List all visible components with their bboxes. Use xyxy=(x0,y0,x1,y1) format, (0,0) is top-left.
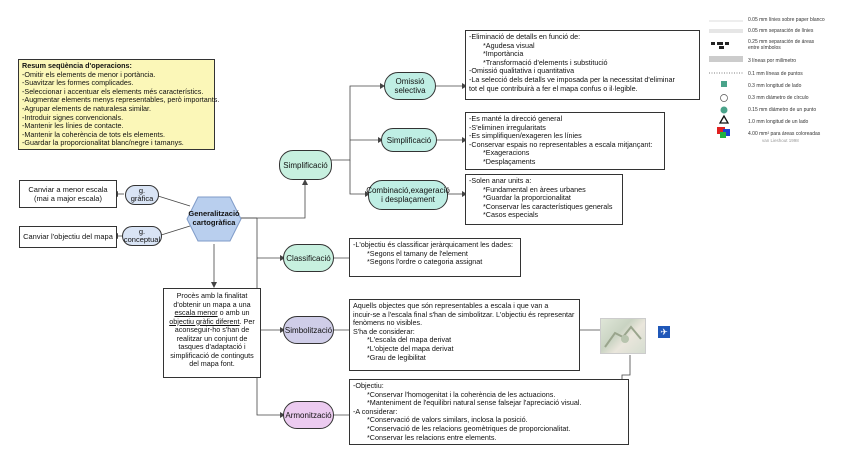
box-line: *Conservar les relacions entre elements. xyxy=(367,432,497,442)
summary-line: -Mantenir la coherència de tots els elem… xyxy=(22,129,166,139)
box-line: *Conservació de valors similars, inclosa… xyxy=(367,415,528,425)
summary-line: -Introduir signes convencionals. xyxy=(22,112,124,122)
simplificacio2-node[interactable]: Simplificació xyxy=(381,128,437,152)
process-text-1: Procès amb la finalitat d'obtenir un map… xyxy=(173,291,251,309)
simplificacio-box: -Es manté la direcció general -S'elimine… xyxy=(465,112,665,170)
box-line: -Es simplifiquen/exageren les línies xyxy=(469,131,582,141)
process-underline-1: escala menor xyxy=(174,308,218,317)
box-line: -Conservar espais no representables a es… xyxy=(469,139,653,149)
classificacio-box: -L'objectiu és classificar jeràrquicamen… xyxy=(349,238,521,277)
legend-credit: van Lieshout 1998 xyxy=(762,138,799,143)
box-line: *Importància xyxy=(483,49,524,59)
summary-line: -Agrupar elements de naturalesa similar. xyxy=(22,103,152,113)
canviar-escala-box: Canviar a menor escala (mai a major esca… xyxy=(19,180,117,208)
airplane-icon: ✈ xyxy=(658,326,670,338)
box-line: -L'objectiu és classificar jeràrquicamen… xyxy=(353,240,513,249)
map-thumbnail xyxy=(600,318,646,354)
legend-label: 0.1 mm líneas de puntos xyxy=(748,71,803,77)
box-line: *Grau de legibilitat xyxy=(367,352,426,362)
box-line: *Casos especials xyxy=(483,210,539,220)
omissio-node[interactable]: Omissió selectiva xyxy=(384,72,436,100)
box-line: -Es manté la direcció general xyxy=(469,114,563,123)
legend-label: 0.15 mm diámetro de un punto xyxy=(748,107,817,113)
summary-line: -Seleccionar i accentuar els elements mé… xyxy=(22,86,204,96)
box-line: *Conservar les característiques generals xyxy=(483,201,613,211)
g-conceptual-node[interactable]: g. conceptual xyxy=(122,226,162,246)
box-line: -La selecció dels detalls ve imposada pe… xyxy=(469,74,675,84)
box-line: *Desplaçaments xyxy=(483,156,536,166)
box-line: -A considerar: xyxy=(353,406,398,416)
box-line: *Fundamental en àrees urbanes xyxy=(483,184,586,194)
box-line: tot el que contribuirà a fer el mapa con… xyxy=(469,83,638,93)
box-line: *Segons el tamany de l'element xyxy=(367,248,468,258)
box-line: *L'objecte del mapa derivat xyxy=(367,343,454,353)
box-line: *Exageracions xyxy=(483,148,530,158)
box-line: -S'eliminen irregularitats xyxy=(469,122,546,132)
box-line: -Omissió qualitativa i quantitativa xyxy=(469,66,575,76)
box-line: *L'escala del mapa derivat xyxy=(367,335,452,345)
map-terrain-icon xyxy=(604,325,642,348)
box-line: -Eliminació de detalls en funció de: xyxy=(469,32,581,41)
legend-label: 0.05 mm separación de línies xyxy=(748,28,814,34)
process-text-3: . Per aconseguir-ho s'han de realitzar u… xyxy=(170,316,255,368)
box-line: *Manteniment de l'equilibri natural sens… xyxy=(367,398,582,408)
center-label: Generalització cartogràfica xyxy=(188,209,240,227)
summary-line: -Guardar la proporcionalitat blanc/negre… xyxy=(22,138,184,148)
legend-label: 3 líneas por milímetro xyxy=(748,58,797,64)
classificacio-node[interactable]: Classificació xyxy=(283,244,334,272)
box-line: *Conservar l'homogenitat i la coherència… xyxy=(367,389,556,399)
process-text-2: o amb un xyxy=(217,308,250,317)
box-line: incuir-se a l'escala final s'han de simb… xyxy=(353,309,575,319)
simbolitzacio-node[interactable]: Simbolització xyxy=(283,316,334,344)
g-grafica-node[interactable]: g. gràfica xyxy=(125,185,159,205)
combinacio-box: -Solen anar units a: *Fundamental en àre… xyxy=(465,174,623,225)
box-line: *Transformació d'elements i substitució xyxy=(483,57,608,67)
hexagon-shape xyxy=(186,196,242,242)
box-line: -Objectiu: xyxy=(353,381,384,390)
summary-line: -Mantenir les línies de contacte. xyxy=(22,121,124,131)
legend-label: 0.3 mm diámetro de círculo xyxy=(748,95,809,101)
summary-title: Resum seqüència d'operacions: xyxy=(22,61,132,70)
process-underline-2: objectiu gràfic diferent xyxy=(169,316,240,326)
summary-box: Resum seqüència d'operacions: -Omitir el… xyxy=(18,59,220,150)
center-node[interactable]: Generalització cartogràfica xyxy=(186,196,242,242)
combinacio-node[interactable]: Combinació,exageració i desplaçament xyxy=(366,180,450,210)
simplificacio-node[interactable]: Simplificació xyxy=(279,150,332,180)
omissio-box: -Eliminació de detalls en funció de: *Ag… xyxy=(465,30,700,100)
summary-line: -Augmentar elements menys representables… xyxy=(22,95,220,105)
process-box: Procès amb la finalitat d'obtenir un map… xyxy=(163,288,261,378)
armonitzacio-node[interactable]: Armonització xyxy=(283,401,334,429)
box-line: S'ha de considerar: xyxy=(353,326,415,336)
legend-label: 0.3 mm longitud de lado xyxy=(748,83,802,89)
canviar-objectiu-box: Canviar l'objectiu del mapa xyxy=(19,226,117,248)
legend-symbols xyxy=(709,20,743,138)
summary-line: -Omitir els elements de menor i portànci… xyxy=(22,69,156,79)
box-line: *Agudesa visual xyxy=(483,40,535,50)
box-line: *Segons l'ordre o categoria assignat xyxy=(367,257,483,267)
box-line: *Conservació de les relacions geomètriqu… xyxy=(367,423,571,433)
box-line: -Solen anar units a: xyxy=(469,176,532,185)
legend-label: 1.0 mm longitud de un lado xyxy=(748,119,809,125)
box-line: fenòmens no visibles. xyxy=(353,318,423,328)
legend-label: 0.25 mm separación de áreas entre símbol… xyxy=(748,39,815,51)
legend-label: 0.05 mm línies sobre paper blanco xyxy=(748,17,825,23)
box-line: *Guardar la proporcionalitat xyxy=(483,193,571,203)
box-line: Aquells objectes que són representables … xyxy=(353,301,549,310)
armonitzacio-box: -Objectiu: *Conservar l'homogenitat i la… xyxy=(349,379,629,445)
legend-label: 4.00 mm² para áreas coloreadas xyxy=(748,131,821,137)
simbolitzacio-box: Aquells objectes que són representables … xyxy=(349,299,580,371)
summary-line: -Suavitzar les formes complicades. xyxy=(22,78,134,88)
